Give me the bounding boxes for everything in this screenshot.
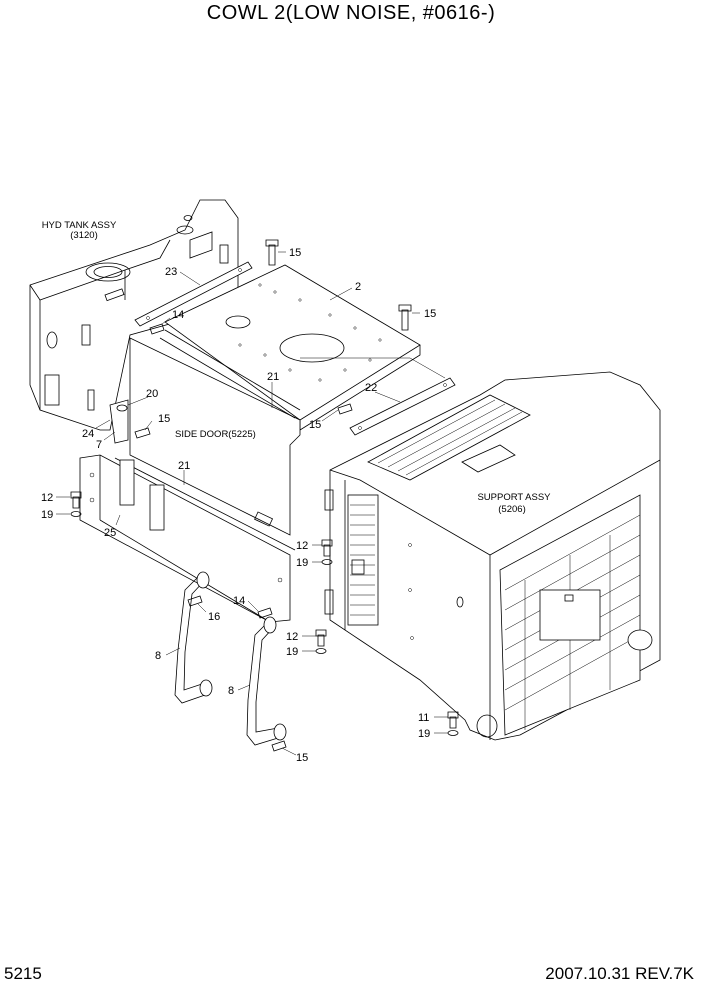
callout-21: 21 [178, 460, 190, 472]
callout-11: 11 [418, 712, 429, 724]
bolt-11 [447, 711, 459, 736]
fasteners [70, 239, 459, 752]
hyd-tank-ref: (3120) [70, 230, 97, 241]
support-assembly: SUPPORT ASSY (5206) [324, 371, 661, 741]
bracket-20 [109, 399, 129, 444]
bolt-15-plate [398, 304, 412, 331]
callout-labels: 15 23 2 15 14 21 22 20 15 15 24 7 21 12 … [41, 247, 436, 764]
side-door-label: SIDE DOOR(5225) [175, 429, 256, 440]
bolt-14-a [149, 323, 165, 335]
support-ref: (5206) [498, 504, 525, 515]
bolt-12-c [315, 629, 327, 654]
bolt-15-right [337, 403, 353, 415]
callout-15: 15 [309, 419, 321, 431]
cowl-top-plate [164, 264, 421, 431]
callout-12: 12 [41, 492, 53, 504]
callout-14: 14 [172, 309, 184, 321]
callout-19: 19 [286, 646, 298, 658]
lower-rail [79, 454, 296, 623]
bolt-15-side [134, 427, 151, 439]
bolt-15-top [265, 239, 279, 266]
bracket-22 [349, 377, 456, 436]
handle-right [246, 616, 287, 746]
revision-label: 2007.10.31 REV.7K [545, 964, 694, 983]
callout-23: 23 [165, 266, 177, 278]
callout-14: 14 [233, 595, 245, 607]
callout-19: 19 [418, 728, 430, 740]
callout-20: 20 [146, 388, 158, 400]
callout-15: 15 [289, 247, 301, 259]
bolt-16 [187, 595, 203, 607]
callout-15: 15 [158, 413, 170, 425]
callout-19: 19 [296, 557, 308, 569]
callout-15: 15 [296, 752, 308, 764]
callout-15: 15 [424, 308, 436, 320]
side-door: SIDE DOOR(5225) [129, 329, 301, 536]
hyd-tank-label: HYD TANK ASSY [42, 220, 117, 231]
bolt-14-b [257, 607, 273, 619]
bolt-15-bottom [271, 740, 287, 752]
leader-lines [56, 251, 448, 756]
callout-16: 16 [208, 611, 220, 623]
handle-left [174, 571, 213, 704]
bracket-23 [134, 261, 253, 327]
callout-8: 8 [228, 685, 234, 697]
callout-25: 25 [104, 527, 116, 539]
callout-19: 19 [41, 509, 53, 521]
callout-21: 21 [267, 371, 279, 383]
callout-12: 12 [296, 540, 308, 552]
hyd-tank-assembly: HYD TANK ASSY (3120) [29, 199, 239, 431]
callout-7: 7 [96, 439, 102, 451]
callout-8: 8 [155, 650, 161, 662]
callout-12: 12 [286, 631, 298, 643]
bolt-12-a [70, 491, 82, 517]
callout-2: 2 [355, 281, 361, 293]
callout-24: 24 [82, 428, 94, 440]
page-title: COWL 2(LOW NOISE, #0616-) [206, 2, 496, 24]
callout-22: 22 [365, 382, 377, 394]
page-number: 5215 [4, 964, 42, 983]
support-label: SUPPORT ASSY [477, 492, 551, 503]
